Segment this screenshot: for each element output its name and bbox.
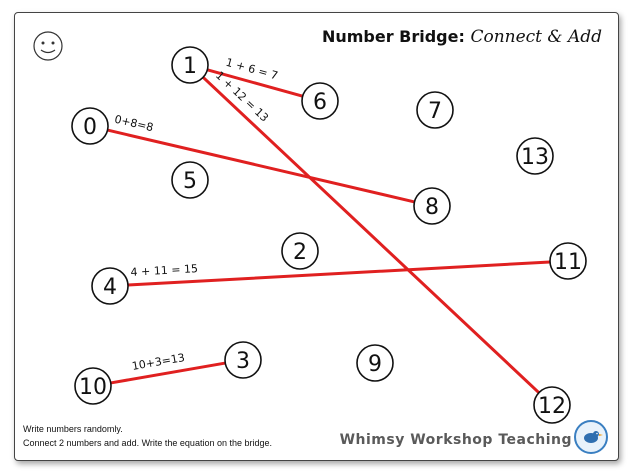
- number-circle: 6: [301, 82, 339, 120]
- number-circle: 5: [171, 161, 209, 199]
- number-circle: 10: [74, 367, 112, 405]
- smiley-icon: [33, 31, 63, 61]
- bridge-line: 10+3=13: [109, 351, 227, 385]
- bridge-line: 0+8=8: [106, 113, 416, 204]
- number-label: 3: [236, 349, 250, 374]
- number-circle: 2: [281, 232, 319, 270]
- number-label: 8: [425, 195, 439, 220]
- bridge-equation: 4 + 11 = 15: [130, 262, 198, 279]
- number-circle: 4: [91, 267, 129, 305]
- number-circle: 13: [516, 137, 554, 175]
- number-circle: 7: [416, 91, 454, 129]
- number-label: 6: [313, 90, 327, 115]
- number-label: 4: [103, 275, 117, 300]
- number-circle: 9: [356, 344, 394, 382]
- number-circle: 12: [533, 386, 571, 424]
- number-label: 12: [538, 394, 566, 419]
- number-circle: 3: [224, 341, 262, 379]
- bridge-equation: 0+8=8: [113, 113, 154, 135]
- instruction-line-1: Write numbers randomly.: [23, 424, 123, 434]
- number-circle: 1: [171, 46, 209, 84]
- number-label: 2: [293, 240, 307, 265]
- number-label: 9: [368, 352, 382, 377]
- number-circle: 8: [413, 187, 451, 225]
- number-circle: 11: [549, 242, 587, 280]
- number-label: 5: [183, 169, 197, 194]
- instruction-line-2: Connect 2 numbers and add. Write the equ…: [23, 438, 272, 448]
- bird-logo-icon: [574, 420, 608, 454]
- number-label: 10: [79, 375, 107, 400]
- number-label: 11: [554, 250, 582, 275]
- bridge-line: 4 + 11 = 15: [126, 260, 552, 287]
- number-label: 0: [83, 115, 97, 140]
- worksheet-title: Number Bridge: Connect & Add: [322, 27, 602, 47]
- number-label: 7: [428, 99, 442, 124]
- number-circle: 0: [71, 107, 109, 145]
- number-label: 1: [183, 54, 197, 79]
- brand-name: Whimsy Workshop Teaching: [339, 432, 572, 448]
- title-script: Connect & Add: [470, 27, 602, 47]
- title-main: Number Bridge:: [321, 27, 471, 46]
- number-bridge-board: 1 + 6 = 71 + 12 = 130+8=84 + 11 = 1510+3…: [33, 31, 587, 424]
- number-label: 13: [521, 145, 549, 170]
- bridge-equation: 10+3=13: [131, 351, 186, 373]
- bridge-line: 1 + 12 = 13: [201, 69, 541, 395]
